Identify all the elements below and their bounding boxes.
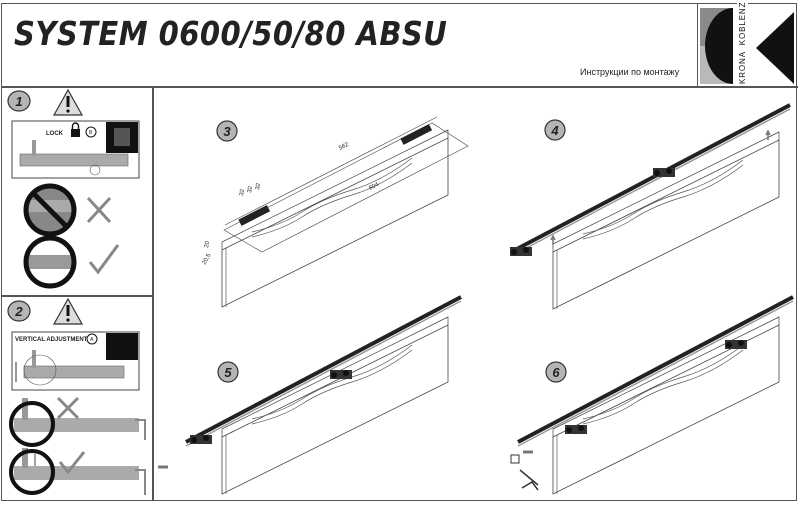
column-divider	[152, 87, 154, 501]
step-1-number: 1	[15, 94, 22, 109]
vertical-adjustment-label: VERTICAL ADJUSTMENT	[15, 337, 88, 343]
step-3-drawing	[221, 116, 469, 308]
wrong-position-icon	[23, 183, 77, 237]
step-4-number: 4	[550, 123, 559, 138]
carriage-drawing	[19, 153, 129, 167]
adjustment-callout: A	[90, 337, 94, 343]
document-subtitle: Инструкции по монтажу	[580, 67, 680, 77]
dimension-562: 562	[338, 142, 350, 152]
padlock-icon	[71, 129, 80, 137]
screw-spacing: 32	[239, 188, 246, 196]
step-4-drawing	[510, 103, 792, 310]
checkmark-icon	[88, 244, 120, 275]
step-5-badge	[217, 361, 239, 383]
checkmark-icon-2	[58, 451, 86, 475]
krona-koblenz-logo	[697, 4, 797, 86]
screw-spacing: 32	[247, 185, 254, 193]
dimension-side-a: 20	[204, 240, 211, 248]
screw-spacing: 32	[255, 182, 262, 190]
lock-callout: B	[89, 130, 93, 136]
mounting-bracket-right	[400, 124, 433, 145]
step-divider	[1, 295, 153, 297]
cross-icon	[86, 196, 112, 224]
step-4-badge	[544, 119, 566, 141]
step-6-number: 6	[552, 365, 560, 380]
dimension-line-562	[224, 116, 438, 226]
step-5-drawing	[158, 295, 463, 495]
step-3-number: 3	[223, 124, 231, 139]
document-title: SYSTEM 0600/50/80 ABSU	[14, 14, 448, 53]
correct-adjustment-icon	[9, 448, 146, 495]
cross-icon-2	[56, 396, 80, 420]
dimension-side-b: 20,5	[202, 252, 213, 266]
dimension-804: 804	[368, 182, 380, 192]
lift-arrow-icon	[550, 234, 556, 245]
lock-label: LOCK	[46, 131, 64, 137]
step-5-number: 5	[224, 365, 232, 380]
page-frame	[1, 3, 797, 501]
wrong-adjustment-icon	[9, 398, 146, 447]
step-1-badge	[7, 90, 31, 112]
step-2-number: 2	[14, 304, 23, 319]
step-2-badge	[7, 300, 31, 322]
screwdriver-icon	[519, 469, 539, 491]
step-6-badge	[545, 361, 567, 383]
adjustment-photo	[106, 333, 138, 360]
mounting-bracket-left	[238, 205, 271, 226]
step-1-warning-triangle-icon	[52, 88, 84, 116]
step-2-warning-triangle-icon	[52, 297, 84, 325]
end-cap-icon	[510, 454, 520, 464]
step-3-badge	[216, 120, 238, 142]
correct-position-icon	[23, 235, 77, 289]
header-divider	[1, 86, 798, 88]
step-6-drawing	[510, 295, 795, 495]
